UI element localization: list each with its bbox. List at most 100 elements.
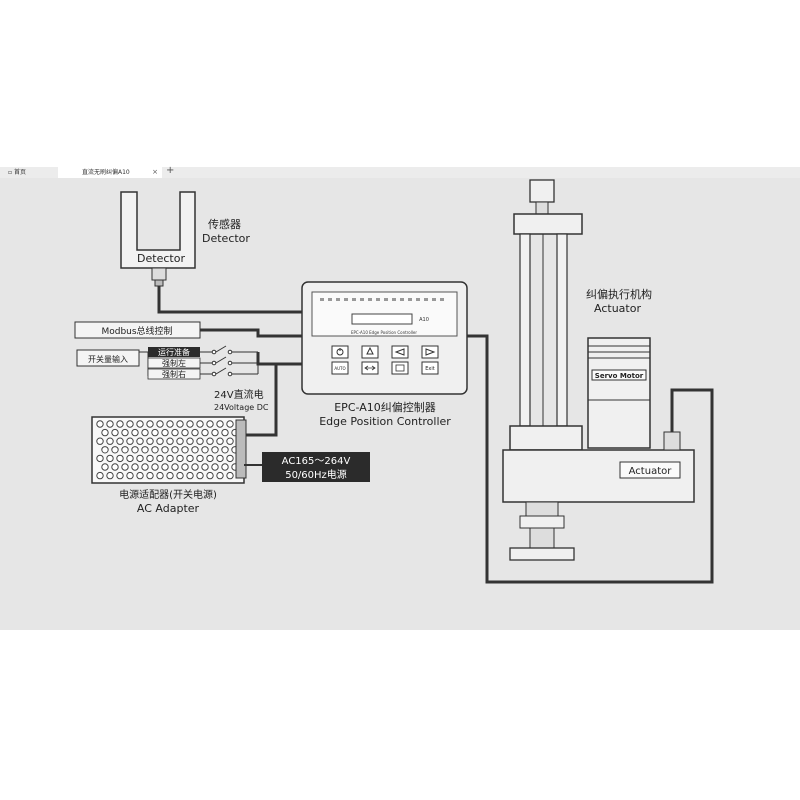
led-indicator	[376, 298, 380, 301]
vent-hole	[141, 446, 149, 454]
vent-hole	[191, 463, 199, 471]
force-left-label: 强制左	[162, 358, 186, 368]
vent-hole	[216, 420, 224, 428]
exit-button[interactable]	[421, 361, 439, 375]
vent-hole	[166, 420, 174, 428]
vent-hole	[116, 471, 124, 480]
vent-hole	[176, 471, 184, 480]
vent-hole	[221, 446, 229, 454]
tab-home[interactable]: ▫ 首页	[8, 167, 26, 178]
vent-hole	[216, 454, 224, 463]
vent-hole	[106, 454, 114, 463]
vent-hole	[146, 420, 154, 428]
led-indicator	[392, 298, 396, 301]
vent-hole	[106, 437, 114, 445]
vent-hole	[226, 420, 234, 428]
vent-hole	[186, 420, 194, 428]
modbus-label: Modbus总线控制	[101, 325, 172, 337]
tab-home-label: 首页	[13, 169, 26, 176]
right-button[interactable]	[421, 345, 439, 359]
vent-hole	[156, 471, 164, 480]
run-ready-row	[148, 347, 200, 357]
vent-hole	[126, 471, 134, 480]
vent-hole	[126, 454, 134, 463]
vent-hole	[166, 437, 174, 445]
led-indicator	[416, 298, 420, 301]
vent-hole	[221, 463, 229, 471]
force-right-label: 强制右	[162, 369, 186, 379]
vent-hole	[111, 463, 119, 471]
servo-motor-label: Servo Motor	[595, 372, 644, 380]
controller-logo: A10	[419, 317, 429, 323]
ac-adapter	[91, 416, 247, 484]
left-button[interactable]	[391, 345, 409, 359]
vent-hole	[211, 446, 219, 454]
vent-hole	[196, 420, 204, 428]
switch-input-label: 开关量输入	[88, 354, 128, 364]
wiring-diagram: Detector 传感器 Detector Modbus总线控制 开关量输入 运…	[74, 179, 714, 584]
vent-hole	[136, 420, 144, 428]
ac-supply-box	[262, 452, 370, 482]
hand-icon	[366, 346, 374, 355]
modbus-box	[74, 321, 201, 339]
vent-hole	[156, 454, 164, 463]
vent-hole	[146, 437, 154, 445]
vent-hole	[116, 420, 124, 428]
vent-hole	[206, 454, 214, 463]
hand-button[interactable]	[361, 345, 379, 359]
vent-hole	[136, 471, 144, 480]
controller-caption-en: Edge Position Controller	[319, 415, 451, 428]
vent-hole	[191, 446, 199, 454]
vent-hole	[176, 437, 184, 445]
vent-hole	[181, 446, 189, 454]
auto-button-label: AUTO	[334, 366, 345, 371]
vent-hole	[106, 471, 114, 480]
power-button[interactable]	[331, 345, 349, 359]
vent-hole	[111, 428, 119, 437]
vent-hole	[176, 420, 184, 428]
vent-hole	[156, 437, 164, 445]
vent-hole	[216, 437, 224, 445]
vent-hole	[121, 446, 129, 454]
vent-hole	[161, 428, 169, 437]
vent-hole	[181, 428, 189, 437]
vent-hole	[196, 471, 204, 480]
detector-connector	[151, 267, 167, 281]
vent-hole	[221, 428, 229, 437]
vent-hole	[171, 446, 179, 454]
vent-hole	[126, 420, 134, 428]
new-tab-icon[interactable]: +	[166, 165, 175, 176]
vent-hole	[151, 428, 159, 437]
power24-label-cn: 24V直流电	[214, 388, 264, 401]
controller-caption-cn: EPC-A10纠偏控制器	[334, 400, 436, 414]
vent-hole	[181, 463, 189, 471]
ac-range-label: AC165～264V	[282, 456, 351, 467]
led-indicator	[352, 298, 356, 301]
vent-hole	[116, 454, 124, 463]
vent-hole	[171, 463, 179, 471]
vent-hole	[156, 420, 164, 428]
vent-hole	[211, 428, 219, 437]
vent-hole	[191, 428, 199, 437]
led-indicator	[424, 298, 428, 301]
switch-symbols	[200, 345, 259, 377]
vent-hole	[121, 428, 129, 437]
vent-hole	[131, 446, 139, 454]
setup-button[interactable]	[391, 361, 409, 375]
vent-hole	[206, 437, 214, 445]
controller-model-label: EPC-A10 Edge Position Controller	[351, 330, 417, 335]
close-icon[interactable]: ×	[152, 168, 158, 176]
detector-label-cn: 传感器	[208, 218, 241, 231]
led-indicator	[320, 298, 324, 301]
vent-hole	[121, 463, 129, 471]
vent-hole	[101, 446, 109, 454]
detector: Detector	[120, 191, 196, 287]
tab-active[interactable]: 直流无刷纠偏A10 ×	[58, 167, 162, 178]
vent-hole	[166, 454, 174, 463]
wiring	[157, 286, 714, 584]
vent-hole	[186, 437, 194, 445]
vent-hole	[186, 454, 194, 463]
auto-button[interactable]	[331, 361, 349, 375]
vent-hole	[161, 446, 169, 454]
vent-hole	[101, 428, 109, 437]
